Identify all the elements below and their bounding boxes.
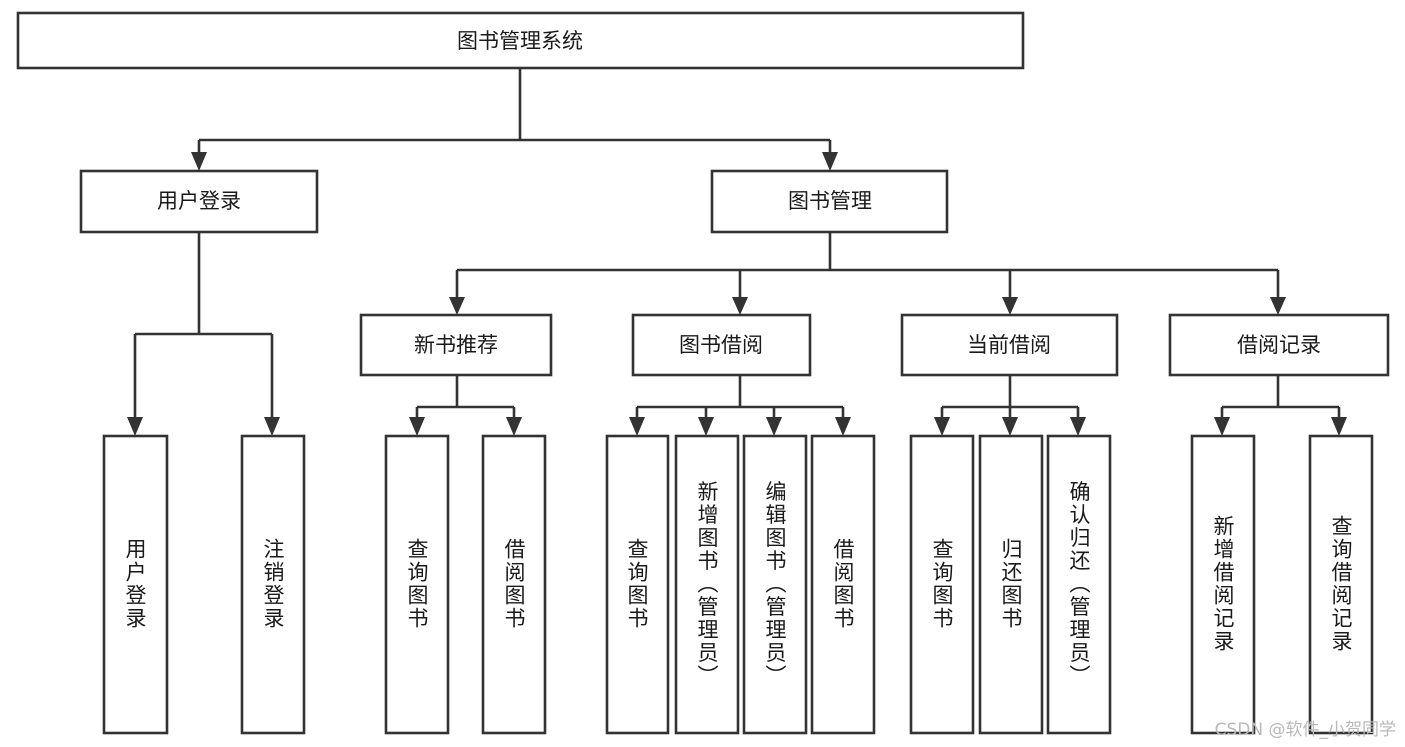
leaf-user-login-login[interactable]: 用户登录 xyxy=(102,434,169,735)
connector-bookmgmt-to-level2 xyxy=(449,232,1286,315)
leaf-borrow-add-book-label: 新增图书（管理员） xyxy=(695,481,719,688)
node-borrow-record[interactable]: 借阅记录 xyxy=(1168,313,1390,377)
connector-borrow-to-leaves xyxy=(629,375,851,436)
leaf-borrow-borrow-book-label: 借阅图书 xyxy=(831,538,855,630)
leaf-borrow-query-book-label: 查询图书 xyxy=(625,538,649,630)
leaf-record-add-record-label: 新增借阅记录 xyxy=(1211,515,1235,653)
leaf-user-login-logout[interactable]: 注销登录 xyxy=(240,434,306,735)
leaf-newbook-query-book[interactable]: 查询图书 xyxy=(384,434,450,735)
connector-record-to-leaves xyxy=(1214,375,1347,436)
leaf-newbook-borrow-book[interactable]: 借阅图书 xyxy=(481,434,547,735)
leaf-record-query-record-label: 查询借阅记录 xyxy=(1329,515,1353,653)
node-book-management-label: 图书管理 xyxy=(788,189,872,213)
leaf-borrow-borrow-book[interactable]: 借阅图书 xyxy=(810,434,876,735)
node-current-borrow-label: 当前借阅 xyxy=(967,333,1051,357)
node-book-borrow-label: 图书借阅 xyxy=(679,333,763,357)
leaf-current-query-book[interactable]: 查询图书 xyxy=(909,434,975,735)
node-new-book-recommend-label: 新书推荐 xyxy=(414,333,498,357)
node-user-login[interactable]: 用户登录 xyxy=(79,169,319,234)
node-book-management[interactable]: 图书管理 xyxy=(710,169,949,234)
leaf-current-return-book-label: 归还图书 xyxy=(999,538,1023,630)
leaf-user-login-login-label: 用户登录 xyxy=(123,538,147,630)
leaf-borrow-query-book[interactable]: 查询图书 xyxy=(605,434,670,735)
leaf-user-login-logout-label: 注销登录 xyxy=(261,538,285,630)
connector-newbook-to-leaves xyxy=(409,375,522,436)
leaf-borrow-edit-book-label: 编辑图书（管理员） xyxy=(763,481,787,688)
node-root-label: 图书管理系统 xyxy=(457,29,583,53)
leaf-newbook-borrow-book-label: 借阅图书 xyxy=(502,538,526,630)
node-new-book-recommend[interactable]: 新书推荐 xyxy=(359,313,553,377)
leaf-borrow-add-book[interactable]: 新增图书（管理员） xyxy=(674,434,740,735)
leaf-record-add-record[interactable]: 新增借阅记录 xyxy=(1190,434,1256,735)
node-current-borrow[interactable]: 当前借阅 xyxy=(900,313,1119,377)
leaf-borrow-edit-book[interactable]: 编辑图书（管理员） xyxy=(742,434,808,735)
node-user-login-label: 用户登录 xyxy=(157,189,241,213)
leaf-newbook-query-book-label: 查询图书 xyxy=(405,538,429,630)
node-borrow-record-label: 借阅记录 xyxy=(1237,333,1321,357)
node-root[interactable]: 图书管理系统 xyxy=(16,11,1025,70)
node-book-borrow[interactable]: 图书借阅 xyxy=(631,313,812,377)
leaf-current-confirm-return-label: 确认归还（管理员） xyxy=(1067,481,1091,688)
leaf-current-query-book-label: 查询图书 xyxy=(930,538,954,630)
leaf-current-confirm-return[interactable]: 确认归还（管理员） xyxy=(1046,434,1112,735)
leaf-current-return-book[interactable]: 归还图书 xyxy=(978,434,1044,735)
connector-root-to-level1 xyxy=(191,68,838,171)
connector-current-to-leaves xyxy=(934,375,1086,436)
watermark-text: CSDN @软件_小贺同学 xyxy=(1215,720,1396,740)
leaf-record-query-record[interactable]: 查询借阅记录 xyxy=(1308,434,1374,735)
connector-userlogin-to-leaves xyxy=(127,232,280,436)
